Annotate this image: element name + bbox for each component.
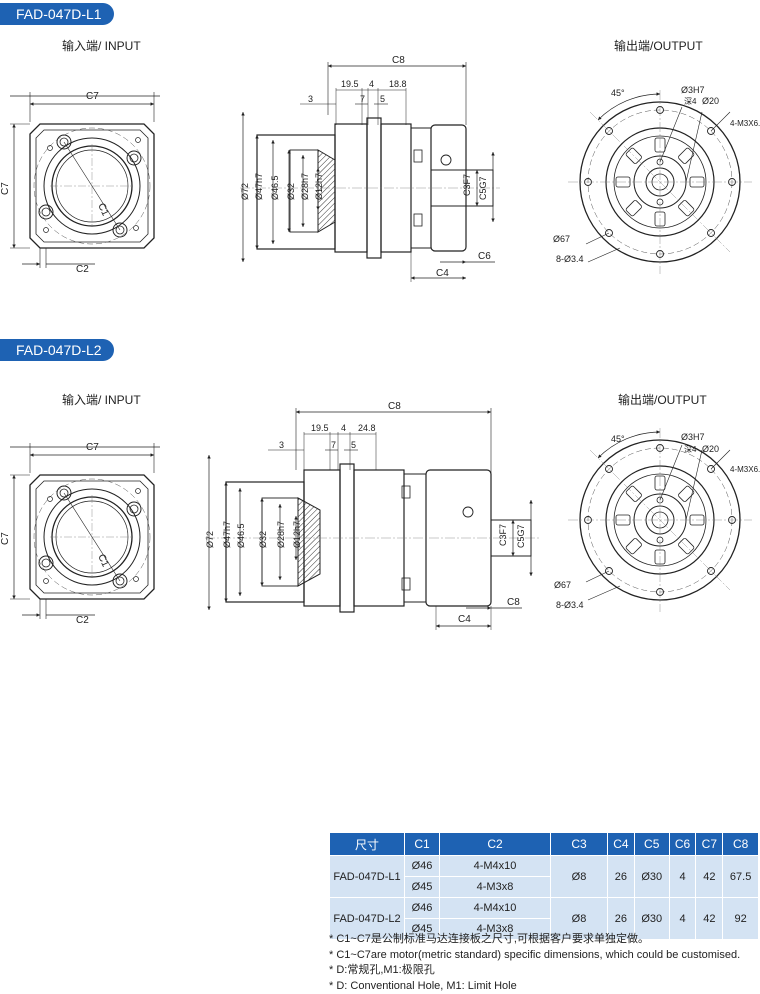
svg-text:4-M3X6.5: 4-M3X6.5	[730, 119, 760, 128]
svg-text:C3F7: C3F7	[462, 174, 472, 196]
output-view-l1: 45° Ø3H7 深4 Ø20 4-M3X6.5 Ø67 8-Ø3.4	[553, 85, 760, 274]
svg-text:4: 4	[369, 79, 374, 89]
svg-text:深4: 深4	[684, 97, 697, 106]
spec-table: 尺寸 C1 C2 C3 C4 C5 C6 C7 C8 FAD-047D-L1 Ø…	[329, 832, 759, 940]
svg-text:C5G7: C5G7	[478, 176, 488, 200]
header-c1: C1	[405, 833, 440, 856]
cell-c2: 4-M4x10	[440, 898, 551, 919]
side-view-labels-l2: C8 19.5 4 24.8 3 7 5 Ø72 Ø47h7 Ø46.5 Ø32…	[205, 401, 526, 625]
svg-text:Ø12h7: Ø12h7	[292, 521, 302, 548]
svg-text:7: 7	[360, 94, 365, 104]
notes: * C1~C7是公制标准马达连接板之尺寸,可根据客户要求单独定做。 * C1~C…	[329, 932, 740, 994]
dim-c2-l1: C2	[76, 264, 89, 275]
cell-c4: 26	[608, 856, 635, 898]
svg-text:Ø20: Ø20	[702, 96, 719, 106]
dim-c7-side-l1: C7	[0, 182, 11, 195]
cell-c5: Ø30	[634, 856, 669, 898]
svg-text:Ø46.5: Ø46.5	[270, 175, 280, 200]
cell-c6: 4	[669, 856, 696, 898]
note-line: * D:常规孔,M1:极限孔	[329, 963, 740, 979]
technical-drawings: C7 C7 C1 C2	[0, 0, 760, 830]
svg-text:45°: 45°	[611, 434, 625, 444]
svg-text:19.5: 19.5	[311, 423, 329, 433]
svg-text:C8: C8	[388, 401, 401, 412]
svg-text:5: 5	[380, 94, 385, 104]
cell-c1: Ø45	[405, 877, 440, 898]
svg-text:C4: C4	[436, 268, 449, 279]
row-model: FAD-047D-L1	[330, 856, 405, 898]
header-size: 尺寸	[330, 833, 405, 856]
dim-c7-side-l2: C7	[0, 532, 11, 545]
svg-text:Ø12h7: Ø12h7	[314, 173, 324, 200]
note-line: * D: Conventional Hole, M1: Limit Hole	[329, 979, 740, 994]
dim-c2-l2: C2	[76, 615, 89, 626]
svg-text:4-M3X6.5: 4-M3X6.5	[730, 465, 760, 474]
svg-text:C6: C6	[478, 251, 491, 262]
svg-text:8-Ø3.4: 8-Ø3.4	[556, 254, 584, 264]
table-row: FAD-047D-L2 Ø46 4-M4x10 Ø8 26 Ø30 4 42 9…	[330, 898, 759, 919]
svg-text:Ø47h7: Ø47h7	[222, 521, 232, 548]
svg-text:Ø47h7: Ø47h7	[254, 173, 264, 200]
header-c8: C8	[723, 833, 759, 856]
svg-text:18.8: 18.8	[389, 79, 407, 89]
input-view-l2: C7 C7 C1 C2	[0, 442, 160, 626]
svg-text:深4: 深4	[684, 445, 697, 454]
note-line: * C1~C7are motor(metric standard) specif…	[329, 948, 740, 964]
svg-text:Ø67: Ø67	[553, 234, 570, 244]
dim-c7-top-l2: C7	[86, 442, 99, 453]
svg-text:5: 5	[351, 440, 356, 450]
header-c6: C6	[669, 833, 696, 856]
svg-text:4: 4	[341, 423, 346, 433]
cell-c1: Ø46	[405, 898, 440, 919]
svg-text:C8: C8	[507, 597, 520, 608]
cell-c8: 67.5	[723, 856, 759, 898]
svg-text:Ø32: Ø32	[258, 531, 268, 548]
svg-text:C4: C4	[458, 614, 471, 625]
svg-text:3: 3	[279, 440, 284, 450]
header-c7: C7	[696, 833, 723, 856]
dim-c7-top-l1: C7	[86, 91, 99, 102]
svg-text:C5G7: C5G7	[516, 524, 526, 548]
svg-text:Ø72: Ø72	[205, 531, 215, 548]
cell-c3: Ø8	[551, 856, 608, 898]
input-view-l1: C7 C7 C1 C2	[0, 91, 160, 275]
svg-text:45°: 45°	[611, 88, 625, 98]
dim-c1-l2: C1	[95, 553, 111, 570]
svg-text:7: 7	[331, 440, 336, 450]
note-line: * C1~C7是公制标准马达连接板之尺寸,可根据客户要求单独定做。	[329, 932, 740, 948]
svg-text:Ø32: Ø32	[286, 183, 296, 200]
svg-text:Ø28h7: Ø28h7	[300, 173, 310, 200]
svg-text:Ø20: Ø20	[702, 444, 719, 454]
svg-text:19.5: 19.5	[341, 79, 359, 89]
side-view-l1	[240, 62, 500, 282]
svg-text:Ø46.5: Ø46.5	[236, 523, 246, 548]
svg-text:3: 3	[308, 94, 313, 104]
svg-text:C3F7: C3F7	[498, 524, 508, 546]
header-c2: C2	[440, 833, 551, 856]
cell-c1: Ø46	[405, 856, 440, 877]
svg-text:Ø72: Ø72	[240, 183, 250, 200]
svg-text:24.8: 24.8	[358, 423, 376, 433]
svg-text:Ø28h7: Ø28h7	[276, 521, 286, 548]
dim-c1-l1: C1	[95, 202, 111, 219]
svg-text:8-Ø3.4: 8-Ø3.4	[556, 600, 584, 610]
table-row: FAD-047D-L1 Ø46 4-M4x10 Ø8 26 Ø30 4 42 6…	[330, 856, 759, 877]
cell-c2: 4-M3x8	[440, 877, 551, 898]
svg-text:Ø67: Ø67	[554, 580, 571, 590]
cell-c7: 42	[696, 856, 723, 898]
svg-text:Ø3H7: Ø3H7	[681, 432, 705, 442]
side-view-l2	[205, 408, 540, 630]
svg-text:C8: C8	[392, 55, 405, 66]
cell-c2: 4-M4x10	[440, 856, 551, 877]
table-header-row: 尺寸 C1 C2 C3 C4 C5 C6 C7 C8	[330, 833, 759, 856]
output-view-l2: 45° Ø3H7 深4 Ø20 4-M3X6.5 Ø67 8-Ø3.4	[554, 428, 760, 612]
header-c4: C4	[608, 833, 635, 856]
svg-text:Ø3H7: Ø3H7	[681, 85, 705, 95]
side-view-labels-l1: C8 19.5 4 18.8 3 7 5 Ø72 Ø47h7 Ø46.5 Ø32…	[240, 55, 491, 279]
header-c5: C5	[634, 833, 669, 856]
header-c3: C3	[551, 833, 608, 856]
